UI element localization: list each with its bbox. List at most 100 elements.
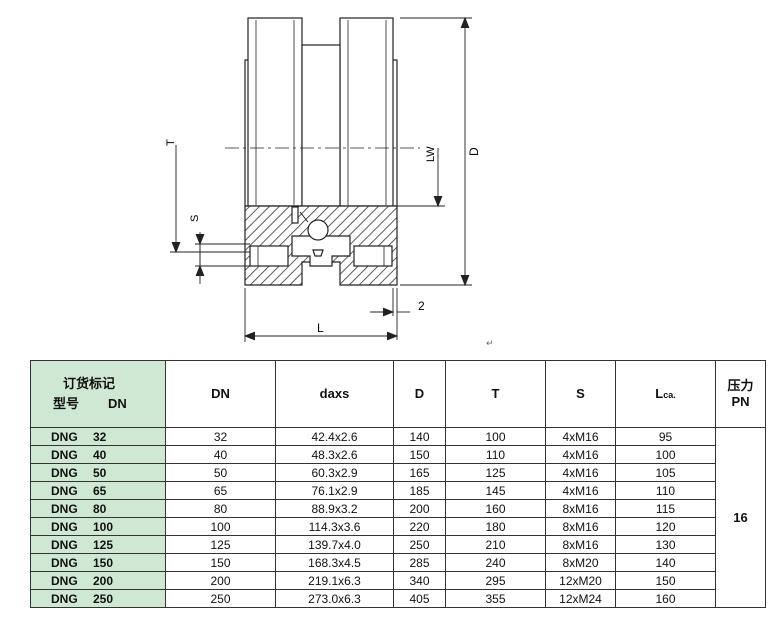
cell-t: 355 <box>445 589 546 608</box>
cell-daxs: 48.3x2.6 <box>275 445 394 464</box>
cell-l: 100 <box>615 445 716 464</box>
cell-t: 110 <box>445 445 546 464</box>
cell-model: DNG 65 <box>30 481 166 500</box>
cell-l: 120 <box>615 517 716 536</box>
cell-dn: 80 <box>165 499 276 518</box>
cell-daxs: 60.3x2.9 <box>275 463 394 482</box>
cell-d: 165 <box>393 463 446 482</box>
coupling-section-view <box>244 205 398 286</box>
cell-l: 110 <box>615 481 716 500</box>
cell-s: 8xM16 <box>545 535 616 554</box>
header-dn: DN <box>165 360 276 428</box>
model-size: 125 <box>93 537 114 552</box>
cell-s: 8xM20 <box>545 553 616 572</box>
model-type: DNG <box>51 447 78 462</box>
cell-d: 140 <box>393 427 446 446</box>
cell-model: DNG 50 <box>30 463 166 482</box>
cell-s: 4xM16 <box>545 427 616 446</box>
model-type: DNG <box>51 501 78 516</box>
cell-model: DNG 100 <box>30 517 166 536</box>
header-l: Lca. <box>615 360 716 428</box>
model-type: DNG <box>51 555 78 570</box>
cell-l: 140 <box>615 553 716 572</box>
model-type: DNG <box>51 573 78 588</box>
cell-t: 180 <box>445 517 546 536</box>
header-d: D <box>393 360 446 428</box>
cell-l: 160 <box>615 589 716 608</box>
cell-s: 4xM16 <box>545 481 616 500</box>
cell-s: 8xM16 <box>545 517 616 536</box>
cell-t: 125 <box>445 463 546 482</box>
cell-model: DNG 250 <box>30 589 166 608</box>
cell-daxs: 76.1x2.9 <box>275 481 394 500</box>
label-l: L <box>317 321 324 335</box>
model-size: 100 <box>93 519 114 534</box>
dimension-lines <box>170 16 472 342</box>
model-type: DNG <box>51 483 78 498</box>
cell-daxs: 168.3x4.5 <box>275 553 394 572</box>
cell-dn: 32 <box>165 427 276 446</box>
cell-pn: 16 <box>715 427 766 608</box>
cell-l: 95 <box>615 427 716 446</box>
cell-daxs: 88.9x3.2 <box>275 499 394 518</box>
coupling-drawing: D LW T S 2 L ↵ <box>165 16 494 349</box>
cell-daxs: 42.4x2.6 <box>275 427 394 446</box>
cell-l: 150 <box>615 571 716 590</box>
model-size: 250 <box>93 591 114 606</box>
coupling-upper-view <box>244 17 398 207</box>
label-t: T <box>165 139 177 146</box>
cell-dn: 40 <box>165 445 276 464</box>
model-type: DNG <box>51 519 78 534</box>
label-lw: LW <box>425 146 437 162</box>
cell-t: 210 <box>445 535 546 554</box>
model-size: 65 <box>93 483 107 498</box>
model-type: DNG <box>51 591 78 606</box>
label-2: 2 <box>418 299 425 313</box>
cell-l: 115 <box>615 499 716 518</box>
model-type: DNG <box>51 465 78 480</box>
model-size: 50 <box>93 465 107 480</box>
cell-l: 130 <box>615 535 716 554</box>
label-d: D <box>467 147 481 156</box>
model-size: 80 <box>93 501 107 516</box>
cell-s: 12xM24 <box>545 589 616 608</box>
header-daxs: daxs <box>275 360 394 428</box>
cell-daxs: 139.7x4.0 <box>275 535 394 554</box>
cell-d: 185 <box>393 481 446 500</box>
model-size: 40 <box>93 447 107 462</box>
cell-d: 250 <box>393 535 446 554</box>
cell-d: 200 <box>393 499 446 518</box>
cell-s: 4xM16 <box>545 445 616 464</box>
header-t: T <box>445 360 546 428</box>
cell-s: 4xM16 <box>545 463 616 482</box>
model-type: DNG <box>51 537 78 552</box>
model-type: DNG <box>51 429 78 444</box>
model-size: 150 <box>93 555 114 570</box>
cell-d: 150 <box>393 445 446 464</box>
cell-dn: 50 <box>165 463 276 482</box>
model-size: 32 <box>93 429 107 444</box>
cell-t: 100 <box>445 427 546 446</box>
cell-dn: 200 <box>165 571 276 590</box>
cell-t: 145 <box>445 481 546 500</box>
cell-l: 105 <box>615 463 716 482</box>
cell-model: DNG 80 <box>30 499 166 518</box>
cell-s: 12xM20 <box>545 571 616 590</box>
cell-dn: 65 <box>165 481 276 500</box>
label-s: S <box>189 215 201 222</box>
cell-dn: 150 <box>165 553 276 572</box>
cell-d: 285 <box>393 553 446 572</box>
cell-daxs: 273.0x6.3 <box>275 589 394 608</box>
